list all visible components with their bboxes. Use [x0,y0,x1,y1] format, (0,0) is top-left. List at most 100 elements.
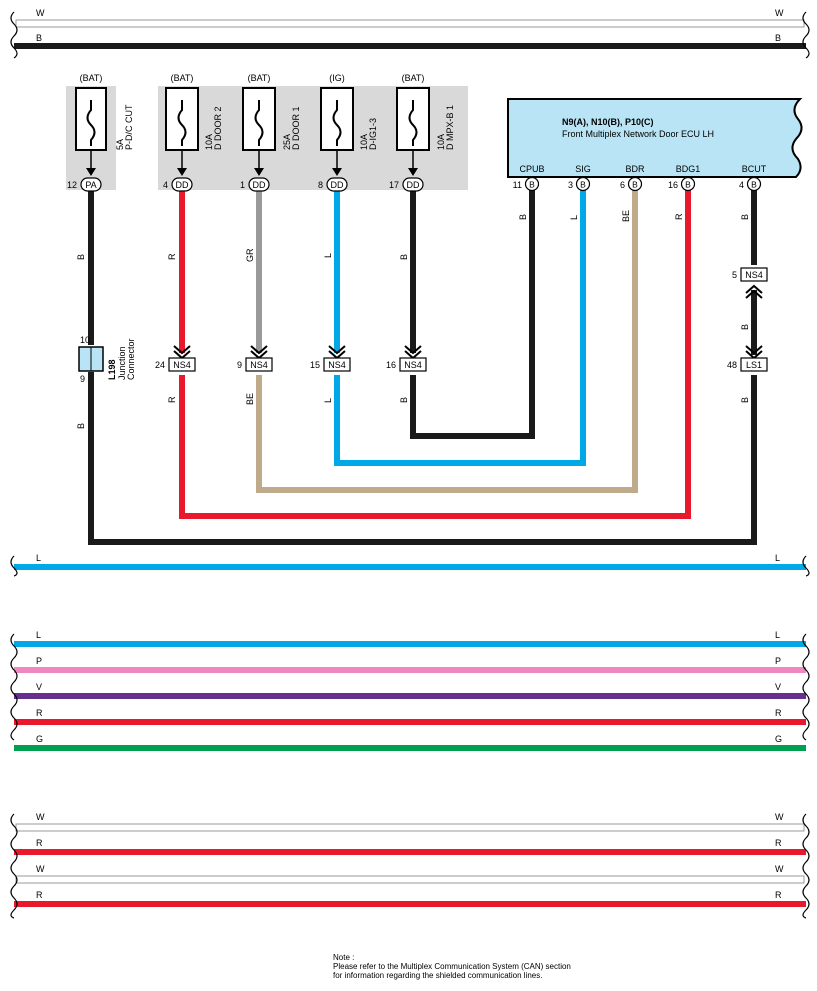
terminal-pin: 17 [389,180,399,190]
bus-wire-l-1: L L [14,553,806,570]
fuse-source: (BAT) [248,73,271,83]
terminal-pin: 3 [568,180,573,190]
fuse-d-mpx-b-1: (BAT) 10A D MPX-B 1 [396,73,455,151]
bus-wire-r-1: R R [14,708,806,725]
wire-color-label: B [740,397,750,403]
fuse-leads [90,150,414,170]
fuse-name: D DOOR 1 [291,106,301,150]
arrow-down-icon [408,168,418,176]
fuse-terminals: PA 12 DD 4 DD 1 DD 8 DD 17 [67,177,424,192]
connector-name: LS1 [746,360,762,370]
terminal-oval [80,177,102,192]
wire-label-right: W [775,8,784,18]
wire-fuse4-to-sig [334,190,586,466]
fuse-name: D-IG1-3 [368,118,378,150]
fuse-arrows [86,168,418,176]
connector-box [740,357,768,372]
fuse-element-icon [254,100,264,146]
break-mark [10,555,18,577]
terminal-connector: DD [176,180,189,190]
fuse-rating: 5A [115,139,125,150]
bus-wire-v: V V [14,682,806,699]
terminal-pin: 1 [240,180,245,190]
connector-pin: 16 [386,360,396,370]
junction-name: Junction [117,346,127,380]
ecu-front-multiplex-door-lh: N9(A), N10(B), P10(C) Front Multiplex Ne… [507,98,803,192]
wire-junction-to-bcut [88,372,757,545]
junction-name-2: Connector [126,338,136,380]
note-heading: Note : [333,953,354,962]
wire-color-label: B [399,254,409,260]
wire-label-left: V [36,682,42,692]
connector-pin: 15 [310,360,320,370]
wire-color-label: B [518,214,528,220]
wire-label-left: W [36,8,45,18]
connector-chevrons [173,284,763,360]
fuse-rating: 10A [359,134,369,150]
break-mark [10,813,18,919]
bus-wire-p: P P [14,656,806,673]
wire-line [15,19,805,28]
junction-code: L198 [107,359,117,380]
ecu-pin-name: CPUB [519,164,544,174]
wire-label-left: W [36,864,45,874]
wire-color-label: R [167,253,177,260]
ecu-code: N9(A), N10(B), P10(C) [562,117,654,127]
fuse-source: (BAT) [171,73,194,83]
wire-break-marks [10,11,810,919]
connector-name: NS4 [173,360,191,370]
fuse-d-ig1-3: (IG) 10A D-IG1-3 [320,73,378,151]
junction-pin-top: 10 [80,335,90,345]
bus-wire-r-2: R R [14,838,806,855]
fuses: (BAT) 5A P-D/C CUT (BAT) 10A D DOOR 2 (B… [67,73,455,192]
wire-color-labels: B R GR L B B L BE R B B B B R BE L B [76,210,750,429]
wire-color-label: B [740,214,750,220]
wire-line [15,823,805,832]
arrow-down-icon [177,168,187,176]
break-mark [802,555,810,577]
fuse-rating: 10A [204,134,214,150]
connector-box [740,267,768,282]
wire-color-label: BE [621,210,631,222]
terminal-connector: B [751,180,757,190]
bus-wire-g: G G [14,734,806,751]
fuse-element-icon [408,100,418,146]
ecu-pin-name: BDG1 [676,164,701,174]
wire-label-left: R [36,838,43,848]
terminal-circle [680,176,696,192]
terminal-circle [627,176,643,192]
note-line-1: Please refer to the Multiplex Communicat… [333,962,571,971]
wire-label-right: R [775,708,782,718]
wire-label-left: W [36,812,45,822]
junction-connector-l198: 10 9 L198 Junction Connector [78,335,136,384]
wire-color-label: B [76,254,86,260]
wire-label-left: R [36,708,43,718]
fuse-name: D DOOR 2 [213,106,223,150]
fuse-d-door-2: (BAT) 10A D DOOR 2 [165,73,223,151]
fuse-element-icon [177,100,187,146]
connector-pin: 48 [727,360,737,370]
wire-label-right: W [775,864,784,874]
break-mark [10,633,18,741]
wire-color-label: R [674,213,684,220]
wire-label-left: L [36,553,41,563]
terminal-oval [248,177,270,192]
wire-color-label: B [740,324,750,330]
bus-wire-l-2: L L [14,630,806,647]
wire-label-left: R [36,890,43,900]
terminal-pin: 16 [668,180,678,190]
wire-color-label: L [569,215,579,220]
junction-pin-bottom: 9 [80,374,85,384]
connector-box [168,357,196,372]
wire-color-label: L [323,398,333,403]
bus-wire-w-3: W W [15,864,805,884]
wire-color-label: L [323,253,333,258]
ecu-terminals: B 11 B 3 B 6 B 16 B 4 [513,176,762,192]
terminal-connector: B [529,180,535,190]
break-mark [10,11,18,59]
routed-wires [88,190,757,545]
ecu-name: Front Multiplex Network Door ECU LH [562,129,714,139]
wire-label-right: G [775,734,782,744]
connector-name: NS4 [404,360,422,370]
